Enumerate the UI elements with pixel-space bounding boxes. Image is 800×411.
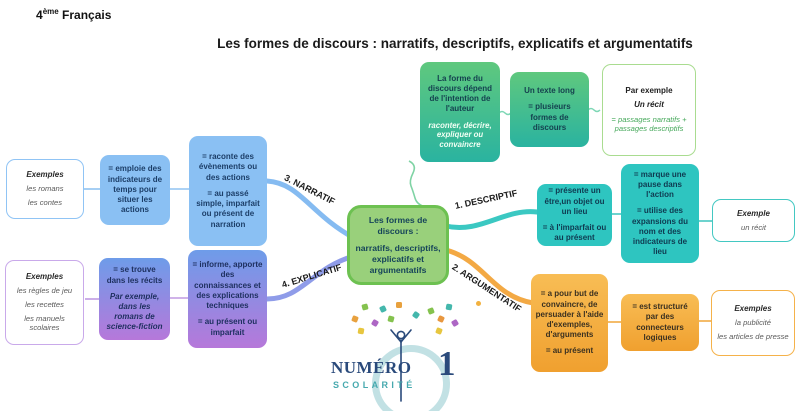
explicatif-point: = au présent ou imparfait (197, 317, 258, 337)
explicatif-branch-curve (264, 253, 357, 302)
example-item: les manuels scolaires (24, 313, 65, 333)
confetti-square (427, 307, 435, 315)
grade-subject-label: 4ème Français (36, 7, 111, 22)
grade-number: 4 (36, 8, 43, 22)
example-item: les contes (27, 198, 63, 208)
confetti-square (351, 315, 359, 323)
narratif-point: = raconte des évènements ou des actions (198, 152, 258, 182)
explicatif-main-box: = informe, apporte des connaissances et … (188, 250, 267, 348)
examples-heading: Exemples (734, 304, 772, 314)
intent-box-text: La forme du discours dépend de l'intenti… (427, 73, 492, 114)
confetti-square (437, 315, 445, 323)
central-line1: Les formes de discours : (368, 214, 428, 236)
descriptif-main-box: = présente un être,un objet ou un lieu =… (537, 184, 612, 246)
confetti-square (445, 303, 453, 311)
numero1-scolarite-logo: NUMÉRO 1 SCOLARITÉ (325, 296, 495, 411)
descriptif-point: = marque une pause dans l'action (633, 169, 687, 200)
example-item: les règles de jeu (16, 286, 73, 296)
example-item: les romans (26, 184, 64, 194)
explicatif-examples-box: Exemples les règles de jeu les recettes … (5, 260, 84, 345)
explicatif-context-box: = se trouve dans les récits Par exemple,… (99, 258, 170, 340)
argumentatif-examples-box: Exemples la publicité les articles de pr… (711, 290, 795, 356)
long-text-body: = plusieurs formes de discours (528, 102, 571, 132)
subject-label: Français (58, 8, 112, 22)
top-example-box: Par exemple Un récit = passages narratif… (602, 64, 696, 156)
narratif-main-box: = raconte des évènements ou des actions … (189, 136, 267, 246)
confetti-square (396, 302, 402, 308)
narratif-point: = emploie des indicateurs de temps pour … (107, 164, 163, 215)
argumentatif-secondary-box: = est structuré par des connecteurs logi… (621, 294, 699, 351)
confetti-square (435, 327, 443, 335)
descriptif-example-box: Exemple un récit (712, 199, 795, 242)
confetti-square (370, 318, 380, 328)
example-item: un récit (741, 222, 766, 232)
explicatif-note: Par exemple, dans les romans de science-… (106, 291, 163, 332)
central-topic-node: Les formes de discours : narratifs, desc… (347, 205, 449, 285)
intent-box-italic: raconter, décrire, expliquer ou convainc… (428, 120, 492, 150)
descriptif-point: = présente un être,un objet ou un lieu (544, 186, 605, 216)
intent-box: La forme du discours dépend de l'intenti… (420, 62, 500, 162)
argumentatif-point: = au présent (545, 346, 594, 356)
confetti-square (411, 310, 421, 320)
logo-subtitle: SCOLARITÉ (333, 380, 416, 390)
logo-word: NUMÉRO (331, 358, 412, 377)
page-title: Les formes de discours : narratifs, desc… (217, 36, 693, 51)
examples-heading: Exemples (26, 170, 64, 180)
descriptif-point: = à l'imparfait ou au présent (542, 223, 607, 243)
wavy-link (498, 110, 512, 116)
long-text-title: Un texte long (524, 86, 575, 96)
examples-heading: Exemples (25, 271, 64, 281)
narratif-point: = au passé simple, imparfait ou présent … (196, 188, 260, 229)
argumentatif-point: = est structuré par des connecteurs logi… (632, 302, 688, 342)
argumentatif-main-box: = a pour but de convaincre, de persuader… (531, 274, 608, 372)
argumentatif-point: = a pour but de convaincre, de persuader… (535, 289, 604, 340)
narratif-examples-box: Exemples les romans les contes (6, 159, 84, 219)
explicatif-point: = informe, apporte des connaissances et … (192, 260, 263, 311)
confetti-square (387, 315, 395, 323)
example-item: les recettes (25, 299, 64, 309)
top-example-body: = passages narratifs + passages descript… (611, 114, 687, 134)
confetti-square (361, 303, 369, 311)
descriptif-branch-curve (443, 209, 540, 230)
logo-number: 1 (438, 344, 456, 383)
wavy-vertical-link (408, 160, 427, 208)
example-item: les articles de presse (717, 332, 789, 342)
explicatif-point: = se trouve dans les récits (106, 265, 163, 285)
central-line2: narratifs, descriptifs, explicatifs et a… (355, 242, 441, 275)
example-item: la publicité (735, 318, 771, 328)
confetti-square (357, 327, 365, 335)
confetti-dot (476, 301, 481, 306)
narratif-branch-curve (264, 178, 357, 241)
descriptif-point: = utilise des expansions du nom et des i… (631, 206, 688, 257)
wavy-link (587, 107, 601, 113)
narratif-indicators-box: = emploie des indicateurs de temps pour … (100, 155, 170, 225)
examples-heading: Exemple (737, 208, 770, 218)
long-text-box: Un texte long = plusieurs formes de disc… (510, 72, 589, 147)
argumentatif-branch-curve (443, 247, 536, 306)
top-example-heading: Par exemple (625, 86, 673, 96)
raised-arms-figure-icon (390, 329, 412, 402)
confetti-square (450, 318, 460, 328)
grade-superscript: ème (42, 7, 59, 16)
descriptif-secondary-box: = marque une pause dans l'action = utili… (621, 164, 699, 263)
top-example-subheading: Un récit (634, 100, 664, 110)
confetti-square (379, 305, 387, 313)
logo-circle-icon (372, 345, 450, 411)
